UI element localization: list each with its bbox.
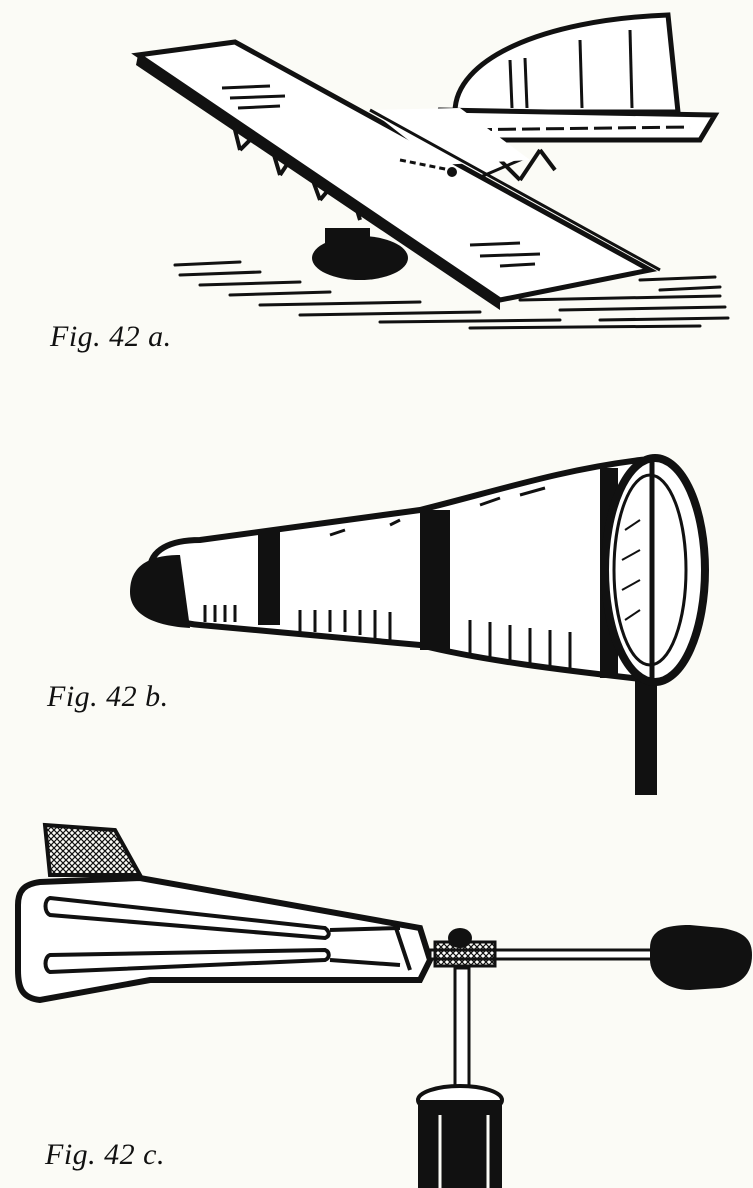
windsock-ring <box>601 454 709 686</box>
ground-hatching <box>173 260 730 330</box>
windsock-pole <box>635 660 657 795</box>
vane-body <box>15 874 434 1004</box>
caption-fig-42a: Fig. 42 a. <box>50 320 172 353</box>
figure-42c: Fig. 42 c. <box>0 800 753 1188</box>
caption-fig-42b: Fig. 42 b. <box>47 680 169 713</box>
ring-shading <box>621 519 641 621</box>
windsock-body <box>147 456 654 684</box>
vane-slots <box>43 895 412 975</box>
mount-highlights <box>438 1115 490 1188</box>
windsock-tip <box>130 555 190 628</box>
vane-post <box>325 228 370 256</box>
caption-fig-42c: Fig. 42 c. <box>45 1138 165 1171</box>
pivot-rod <box>453 966 471 1095</box>
windsock-shading <box>203 486 572 672</box>
wing-markings <box>221 84 541 268</box>
figure-42b: Fig. 42 b. <box>0 360 753 800</box>
counterweight <box>650 925 752 990</box>
airplane-vane-drawing <box>131 12 730 330</box>
arrow-vane-drawing <box>15 822 752 1188</box>
tail-fin <box>452 12 681 115</box>
fin-shading <box>508 29 634 109</box>
windsock-drawing <box>130 454 709 795</box>
figure-42a: Fig. 42 a. <box>0 0 753 360</box>
vane-fin <box>42 822 144 877</box>
